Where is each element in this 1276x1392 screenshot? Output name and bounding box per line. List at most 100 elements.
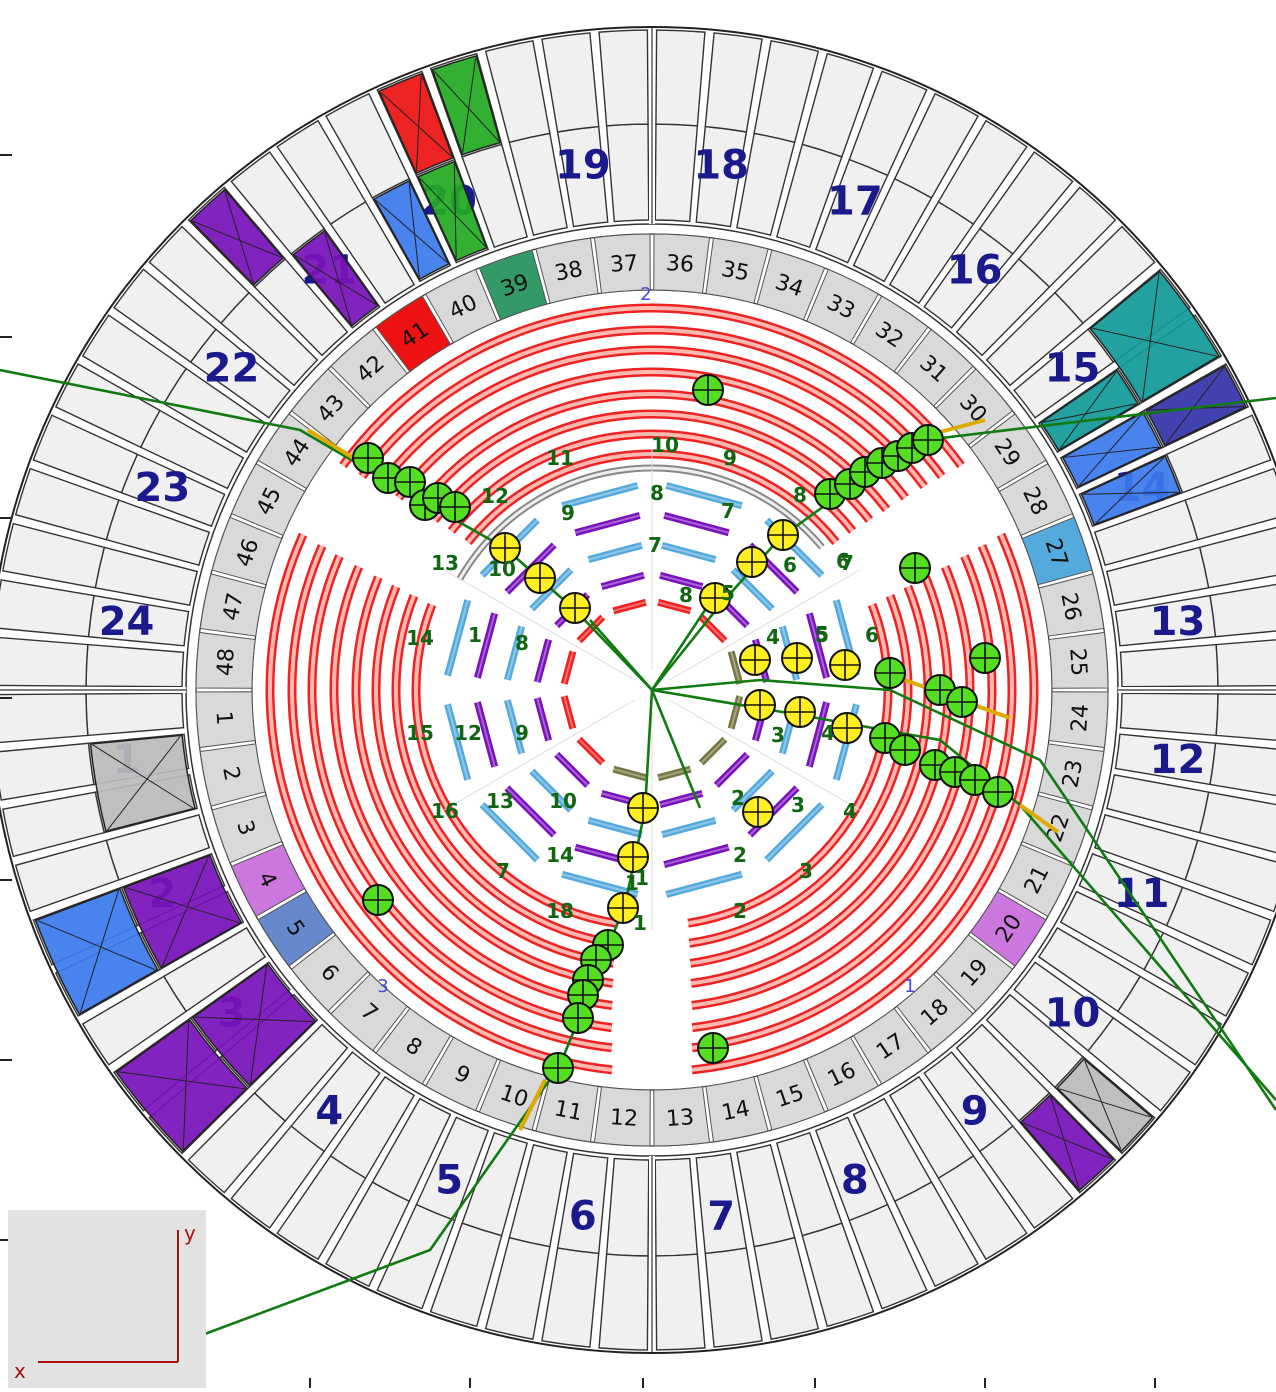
outer-cell: [1209, 583, 1276, 638]
tracker-segment: [474, 612, 499, 679]
layer-label: 1: [625, 871, 639, 895]
inner-cell: [375, 295, 452, 373]
outer-cell: [85, 692, 185, 737]
outer-cell: [801, 1222, 875, 1328]
inner-cell: [257, 413, 335, 490]
track-segment: [939, 418, 986, 434]
inner-cell: [756, 1059, 826, 1131]
outer-cell: [1215, 639, 1276, 687]
layer-label: 7: [721, 499, 735, 523]
outer-hit-cell: [378, 72, 455, 175]
inner-sector-label: 2: [217, 764, 244, 783]
layer-label: 4: [766, 625, 780, 649]
muon-arc-inner: [691, 533, 1036, 1072]
tracker-segment: [474, 701, 499, 768]
muon-arc-inner: [690, 576, 950, 986]
outer-hit-cell: [1145, 364, 1247, 447]
layer-label: 9: [723, 446, 737, 470]
hit-marker-icon: [784, 696, 816, 728]
outer-hit-cell: [417, 160, 488, 262]
tracker-segment: [587, 541, 643, 564]
muon-arc-inner: [341, 306, 963, 467]
outer-sector-label: 17: [827, 178, 883, 224]
inner-cell: [896, 328, 974, 407]
outer-hit-cell: [1061, 411, 1163, 488]
outer-cell: [429, 1222, 503, 1328]
tracker-segment: [657, 598, 692, 615]
outer-cell: [801, 52, 875, 158]
inner-cell: [998, 844, 1074, 917]
inner-cell: [806, 268, 879, 344]
inner-cell: [998, 463, 1074, 536]
inner-cell: [211, 516, 283, 586]
outer-cell: [598, 29, 649, 127]
layer-label: 15: [406, 721, 434, 745]
tracker-segment: [444, 599, 472, 677]
inner-cell: [211, 794, 283, 864]
hit-marker-icon: [912, 424, 944, 456]
layer-label: 1: [635, 866, 649, 890]
inner-cell: [1048, 691, 1109, 749]
tracker-segment: [665, 870, 743, 898]
outer-cell: [1215, 693, 1276, 741]
hit-marker-icon: [739, 644, 771, 676]
outer-hit-cell: [292, 229, 379, 327]
x-axis-label: x: [14, 1359, 26, 1383]
hit-marker-icon: [362, 884, 394, 916]
tracker-segment: [764, 802, 825, 863]
tracker-segment: [730, 567, 775, 612]
region-label-top: 2: [640, 284, 651, 305]
muon-arc-inner: [360, 328, 944, 478]
layer-label: 1: [468, 623, 482, 647]
outer-cell: [484, 1236, 551, 1340]
outer-cell: [113, 268, 217, 364]
inner-cell: [290, 934, 369, 1012]
outer-cell: [541, 32, 600, 133]
inner-cell: [935, 934, 1014, 1012]
outer-cell: [276, 1154, 367, 1261]
layer-label: 6: [783, 553, 797, 577]
muon-arc-inner: [397, 369, 907, 499]
layer-label: 10: [488, 557, 516, 581]
hit-marker-icon: [692, 374, 724, 406]
spoke: [669, 569, 861, 681]
region-label-left: 3: [377, 976, 388, 997]
layer-label: 2: [733, 899, 747, 923]
outer-cell: [848, 1203, 928, 1310]
layer-label: 6: [836, 549, 850, 573]
tracker-segment: [479, 802, 540, 863]
layer-label: 8: [793, 483, 807, 507]
inner-cell: [478, 249, 548, 321]
outer-cell: [1119, 643, 1219, 688]
inner-cell: [969, 413, 1047, 490]
outer-cell: [753, 40, 820, 144]
outer-cell: [54, 363, 161, 449]
hit-marker-icon: [899, 552, 931, 584]
outer-hit-cell: [1019, 1094, 1115, 1192]
outer-sector-label: 12: [1150, 737, 1206, 783]
inner-sector-label: 12: [609, 1105, 639, 1132]
outer-cell: [704, 1247, 763, 1348]
tracker-segment: [805, 612, 830, 679]
tracker-segment: [612, 598, 647, 615]
hit-marker-icon: [617, 841, 649, 873]
hit-marker-icon: [781, 642, 813, 674]
outer-cell: [230, 1125, 326, 1229]
hit-marker-icon: [394, 466, 426, 498]
spoke: [443, 699, 635, 811]
outer-cell: [598, 1253, 649, 1351]
layer-label: 4: [843, 799, 857, 823]
tracker-segment: [561, 482, 639, 510]
layer-label: 10: [549, 789, 577, 813]
tracker-segment: [574, 512, 641, 537]
inner-cell: [330, 328, 408, 407]
tracker-segment: [659, 571, 704, 591]
inner-cell: [705, 1076, 769, 1143]
hit-marker-icon: [562, 1002, 594, 1034]
hit-marker-icon: [744, 689, 776, 721]
outer-sector-label: 9: [961, 1088, 989, 1134]
layer-label: 13: [486, 789, 514, 813]
inner-cell: [593, 233, 651, 294]
outer-sector-label: 8: [841, 1158, 869, 1204]
